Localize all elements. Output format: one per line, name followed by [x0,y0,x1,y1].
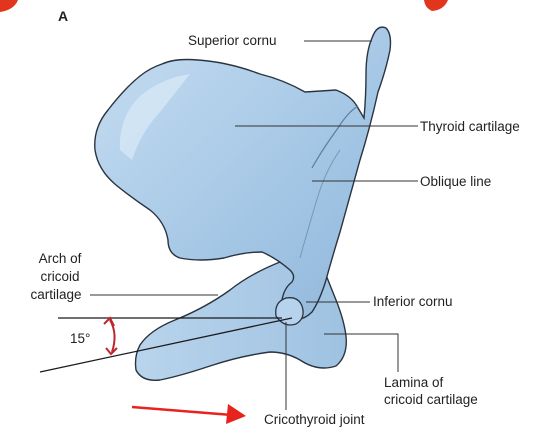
label-lamina-1: Lamina of [384,374,443,391]
label-arch-of-cricoid-2: cricoid [32,268,88,285]
angle-arrowhead-top [104,318,114,326]
thyroid-cartilage-shape [95,27,391,319]
red-arrow-head [226,404,246,424]
label-arch-of-cricoid-3: cartilage [24,286,88,303]
red-mark-left [0,0,18,12]
label-cricothyroid-joint: Cricothyroid joint [264,411,365,428]
label-inferior-cornu: Inferior cornu [373,293,453,310]
label-lamina-2: cricoid cartilage [384,391,478,408]
panel-letter: A [58,8,68,24]
red-mark-right [424,0,448,11]
label-superior-cornu: Superior cornu [188,32,277,49]
label-oblique-line: Oblique line [420,173,491,190]
label-angle: 15° [70,330,90,347]
label-thyroid-cartilage: Thyroid cartilage [420,118,520,135]
label-arch-of-cricoid-1: Arch of [32,250,88,267]
red-arrow-shaft [132,407,232,415]
